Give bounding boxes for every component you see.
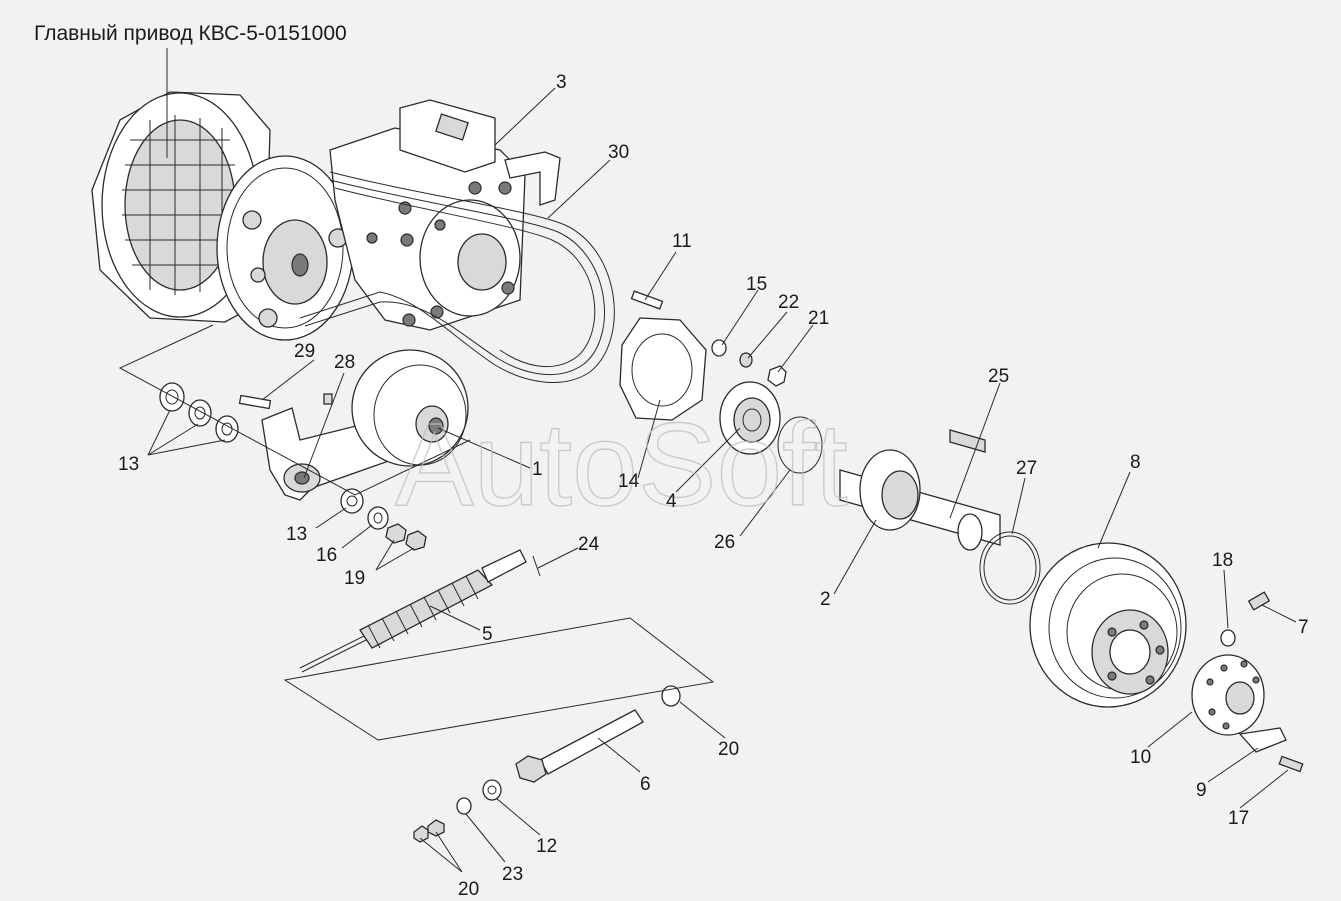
callout-9: 9 — [1196, 780, 1207, 801]
callout-30: 29 — [294, 341, 315, 362]
retaining-ring-28 — [979, 531, 1041, 605]
washers-13-left — [159, 382, 239, 443]
pin-11 — [630, 290, 664, 310]
drive-shaft-2 — [839, 449, 1001, 551]
callout-13-left: 13 — [118, 454, 139, 475]
callout-20: 20 — [718, 739, 739, 760]
callout-2: 2 — [820, 589, 831, 610]
main-drive-pulley-disc — [216, 155, 354, 341]
callout-labels: 3 30 11 15 22 21 29 28 13 1 13 16 19 24 … — [118, 72, 1309, 900]
callout-7: 7 — [1298, 617, 1309, 638]
callout-5: 5 — [482, 624, 493, 645]
callout-26: 25 — [988, 366, 1009, 387]
callout-25: 24 — [578, 534, 600, 555]
callout-21: 20 — [458, 879, 479, 900]
tension-spring — [299, 549, 541, 673]
diagram-title: Главный привод КВС-5-0151000 — [34, 22, 347, 45]
callout-29: 28 — [334, 352, 355, 373]
key-26 — [949, 429, 986, 453]
idler-pulley — [351, 349, 469, 467]
callout-4: 4 — [666, 491, 677, 512]
drive-belt — [299, 171, 615, 384]
callout-8: 8 — [1130, 452, 1141, 473]
callout-13-lower: 13 — [286, 524, 307, 545]
lock-plate-9-bolt-18 — [1238, 727, 1304, 773]
callout-19: 19 — [344, 568, 365, 589]
tensioner-shaft — [413, 685, 681, 843]
callout-14: 14 — [618, 471, 640, 492]
callout-6: 6 — [640, 774, 651, 795]
callout-22: 21 — [808, 308, 829, 329]
callout-24: 23 — [502, 864, 523, 885]
callout-3: 3 — [556, 72, 567, 93]
callout-10: 10 — [1130, 747, 1151, 768]
callout-15: 18 — [1212, 550, 1233, 571]
gasket-14 — [619, 317, 707, 421]
callout-12: 12 — [536, 836, 557, 857]
callout-28: 27 — [1016, 458, 1037, 479]
grease-fitting-7-washer-15 — [1220, 591, 1271, 647]
hub-flange-10 — [1191, 654, 1265, 736]
callout-17: 15 — [746, 274, 767, 295]
watermark-text: AutoSoft — [395, 399, 848, 531]
callout-18: 17 — [1228, 808, 1249, 829]
callout-27: 26 — [714, 532, 735, 553]
leader-lines — [147, 48, 1297, 873]
bearing-4 — [719, 381, 781, 455]
gearbox-body — [329, 99, 561, 331]
callout-31: 30 — [608, 142, 629, 163]
retaining-ring-27 — [777, 416, 823, 474]
main-pulley-8 — [1029, 542, 1187, 708]
washers-13-16-nuts-19 — [340, 488, 427, 551]
callout-23: 22 — [778, 292, 799, 313]
callout-1: 1 — [532, 459, 543, 480]
callout-16: 16 — [316, 545, 337, 566]
small-washers-17-23-22 — [711, 339, 787, 387]
callout-11: 11 — [672, 231, 692, 252]
